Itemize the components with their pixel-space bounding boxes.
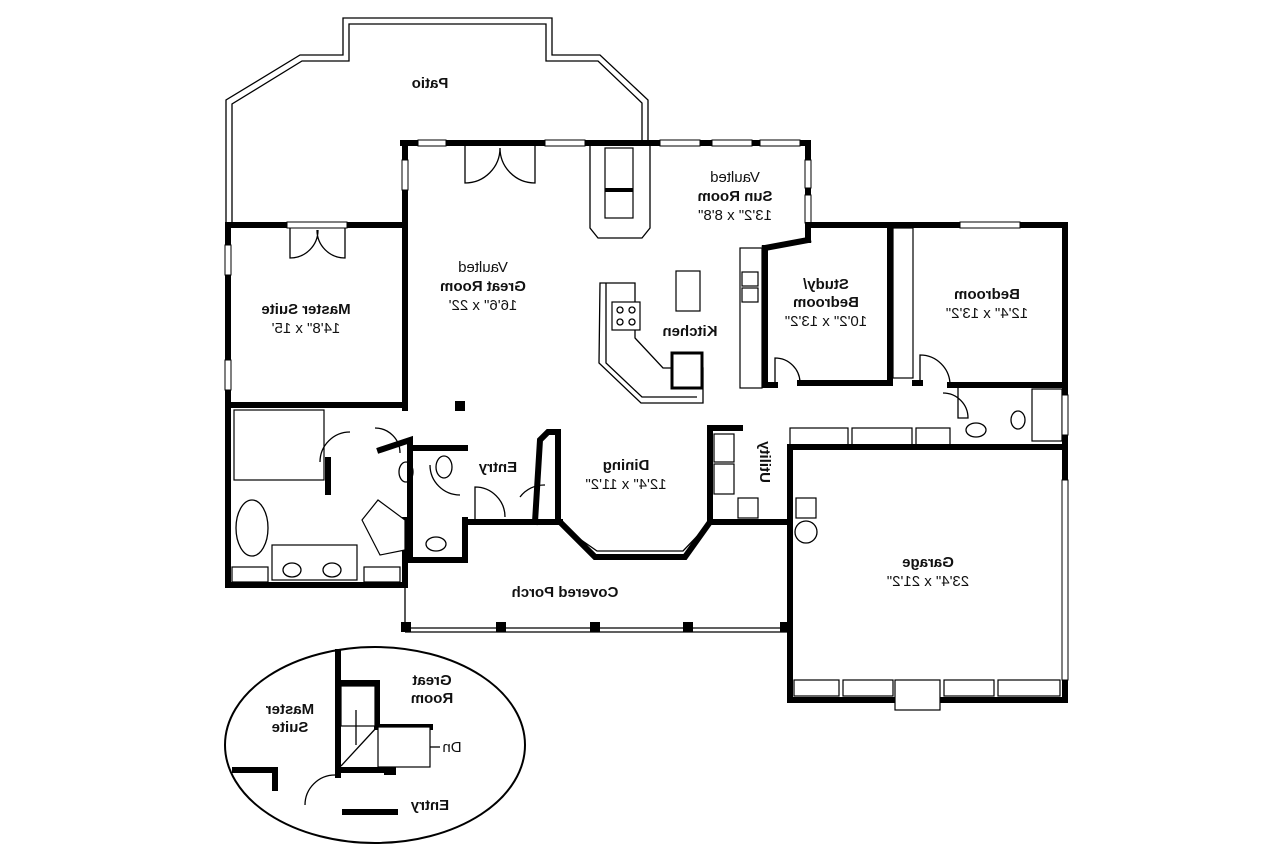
dining-bay-window xyxy=(555,517,715,560)
master-suite-walls xyxy=(224,221,408,408)
label-sun-room-dims: 13'2" x 8'8" xyxy=(698,207,772,224)
inset-label-master-line1: Master xyxy=(266,701,315,718)
covered-porch xyxy=(401,585,790,633)
bedroom-walls xyxy=(887,221,1069,448)
label-study-line1: Study/ xyxy=(802,276,849,293)
master-bath xyxy=(225,402,408,588)
label-sun-room-qualifier: Vaulted xyxy=(710,169,760,186)
kitchen-counters xyxy=(598,247,763,404)
label-utility: Utility xyxy=(756,441,773,483)
label-kitchen: Kitchen xyxy=(662,323,717,340)
label-covered-porch: Covered Porch xyxy=(512,584,619,601)
label-garage-dims: 23'4" x 21'2" xyxy=(887,573,969,590)
porch-column xyxy=(590,622,600,632)
french-door-great-room xyxy=(464,143,536,184)
inset-label-dn: Dn xyxy=(442,739,461,756)
powder-room xyxy=(376,435,468,563)
label-dining-dims: 12'4" x 11'2" xyxy=(585,476,666,493)
label-patio: Patio xyxy=(412,75,449,92)
label-sun-room: Sun Room xyxy=(698,188,773,205)
label-great-room-qualifier: Vaulted xyxy=(458,259,508,276)
label-garage: Garage xyxy=(902,554,954,571)
patio-outline xyxy=(225,17,649,222)
porch-column xyxy=(401,622,411,632)
entry xyxy=(462,429,563,526)
label-great-room-dims: 16'6" x 22' xyxy=(449,297,518,314)
hall-closets xyxy=(789,427,951,447)
label-study-line2: Bedroom xyxy=(793,294,859,311)
inset-label-great-line2: Room xyxy=(411,690,454,707)
label-master-suite: Master Suite xyxy=(261,301,350,318)
label-dining: Dining xyxy=(603,457,650,474)
label-study-dims: 10'2" x 13'2" xyxy=(785,313,867,330)
porch-column xyxy=(496,622,506,632)
label-bedroom: Bedroom xyxy=(954,286,1020,303)
label-great-room: Great Room xyxy=(440,278,526,295)
label-entry: Entry xyxy=(478,459,517,476)
inset-label-master-line2: Suite xyxy=(272,719,309,736)
stair-inset xyxy=(224,646,526,844)
utility-room xyxy=(707,425,793,525)
porch-column xyxy=(780,622,790,632)
label-bedroom-dims: 12'4" x 13'2" xyxy=(946,305,1028,322)
inset-label-entry: Entry xyxy=(410,797,449,814)
inset-label-great-line1: Great xyxy=(412,672,451,689)
label-master-suite-dims: 14'8" x 15' xyxy=(272,320,341,337)
room-labels: Patio Vaulted Great Room 16'6" x 22' Vau… xyxy=(261,75,1028,814)
porch-column xyxy=(683,622,693,632)
garage-walls xyxy=(787,444,1069,711)
fireplace xyxy=(589,146,651,239)
